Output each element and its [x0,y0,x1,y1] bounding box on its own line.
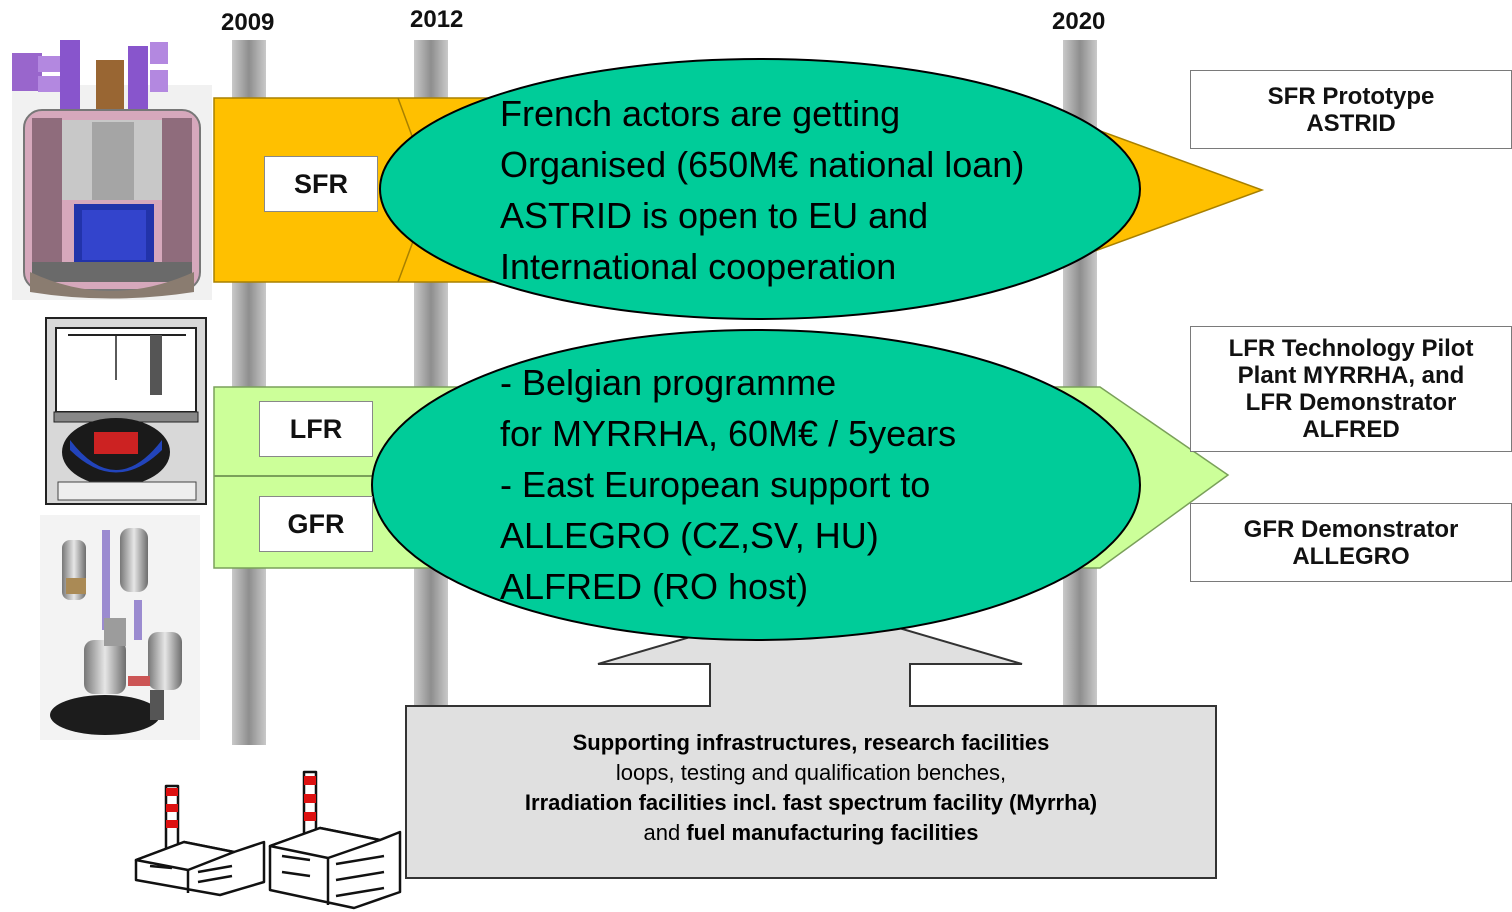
lfr-label: LFR [259,401,373,457]
france-callout-text: French actors are getting Organised (650… [500,88,1024,292]
gfr-target-line1: GFR Demonstrator [1243,515,1459,543]
belgium-callout-oval [371,329,1141,641]
sfr-target-line1: SFR Prototype [1267,82,1435,110]
belgium-callout-line4: ALLEGRO (CZ,SV, HU) [500,515,879,556]
france-callout-line3: ASTRID is open to EU and [500,195,929,236]
year-label-2009: 2009 [221,9,275,36]
lfr-target-box: LFR Technology Pilot Plant MYRRHA, and L… [1190,326,1512,452]
lfr-target-line4: ALFRED [1302,416,1400,443]
support-box [405,600,1217,879]
support-text: Supporting infrastructures, research fac… [406,728,1216,848]
gfr-target-line2: ALLEGRO [1292,542,1410,570]
year-label-2020: 2020 [1052,8,1106,35]
support-line1: Supporting infrastructures, research fac… [572,730,1050,755]
france-callout-line4: International cooperation [500,246,897,287]
gfr-label: GFR [259,496,373,552]
belgium-callout-line2: for MYRRHA, 60M€ / 5years [500,413,957,454]
sfr-label: SFR [264,156,378,212]
support-line4-bold: fuel manufacturing facilities [686,820,979,845]
gfr-reactor-illustration [40,515,200,740]
support-line4: and fuel manufacturing facilities [406,818,1216,848]
gfr-target-box: GFR Demonstrator ALLEGRO [1190,503,1512,582]
belgium-callout-line5: ALFRED (RO host) [500,566,809,607]
france-callout-line1: French actors are getting [500,93,901,134]
belgium-callout-line1: - Belgian programme [500,362,837,403]
lfr-reactor-illustration [45,317,207,505]
factory-icon [134,770,402,910]
france-callout-line2: Organised (650M€ national loan) [500,144,1025,185]
belgium-callout-text: - Belgian programme for MYRRHA, 60M€ / 5… [500,357,956,612]
sfr-reactor-illustration [12,40,212,300]
belgium-callout-line3: - East European support to [500,464,931,505]
lfr-target-line1: LFR Technology Pilot [1228,335,1474,362]
year-label-2012: 2012 [410,6,464,33]
sfr-target-line2: ASTRID [1306,109,1396,137]
lfr-target-line2: Plant MYRRHA, and [1237,362,1465,389]
support-line2: loops, testing and qualification benches… [615,760,1007,785]
france-callout-oval [379,58,1141,320]
lfr-target-line3: LFR Demonstrator [1245,389,1457,416]
sfr-target-box: SFR Prototype ASTRID [1190,70,1512,149]
support-line3: Irradiation facilities incl. fast spectr… [524,790,1098,815]
support-line4-prefix: and [643,820,687,845]
